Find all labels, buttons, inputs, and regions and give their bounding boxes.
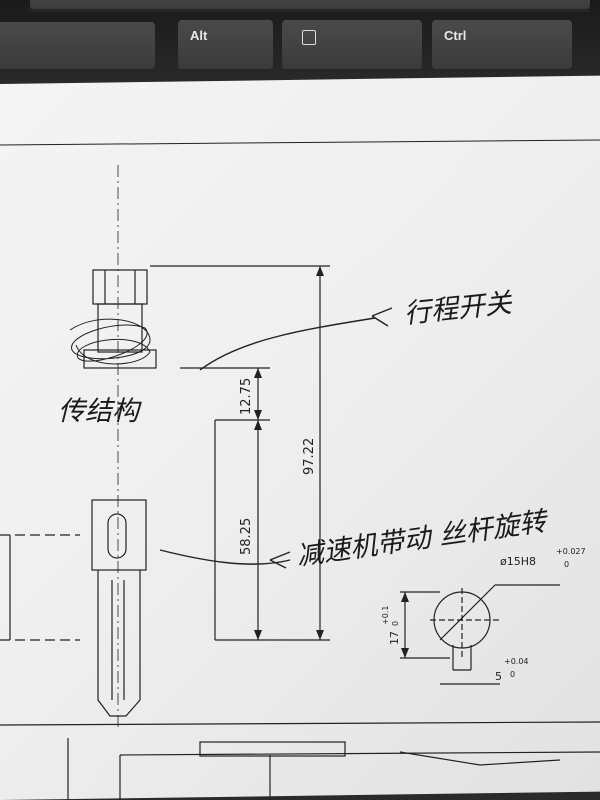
dim-bore: ø15H8 bbox=[500, 555, 536, 568]
dim-height-tol-upper: +0.1 bbox=[381, 606, 390, 625]
keyboard: Alt Ctrl bbox=[0, 0, 600, 90]
dim-total: 97.22 bbox=[302, 438, 317, 475]
dim-slot-tol-upper: +0.04 bbox=[504, 657, 529, 666]
dim-top-gap: 12.75 bbox=[239, 378, 254, 415]
dim-travel: 58.25 bbox=[239, 518, 254, 555]
key-alt: Alt bbox=[178, 20, 273, 72]
dim-height-tol-lower: 0 bbox=[391, 621, 400, 626]
nut-shape bbox=[92, 269, 148, 305]
dim-height: 17 bbox=[388, 631, 401, 645]
dim-slot-tol-lower: 0 bbox=[510, 670, 515, 679]
key-ctrl-label: Ctrl bbox=[444, 28, 467, 43]
key-left bbox=[0, 22, 155, 72]
dim-bore-tol-lower: 0 bbox=[564, 560, 569, 569]
key-top-row bbox=[30, 0, 590, 12]
dim-bore-tol-upper: +0.027 bbox=[556, 547, 586, 556]
key-menu bbox=[282, 20, 422, 72]
note-limit-switch: 行程开关 bbox=[402, 288, 515, 330]
menu-key-icon bbox=[302, 30, 316, 45]
note-structure: 传结构 bbox=[58, 396, 142, 427]
dim-slot: 5 bbox=[495, 670, 502, 683]
key-ctrl: Ctrl bbox=[432, 20, 572, 72]
key-alt-label: Alt bbox=[190, 28, 208, 43]
